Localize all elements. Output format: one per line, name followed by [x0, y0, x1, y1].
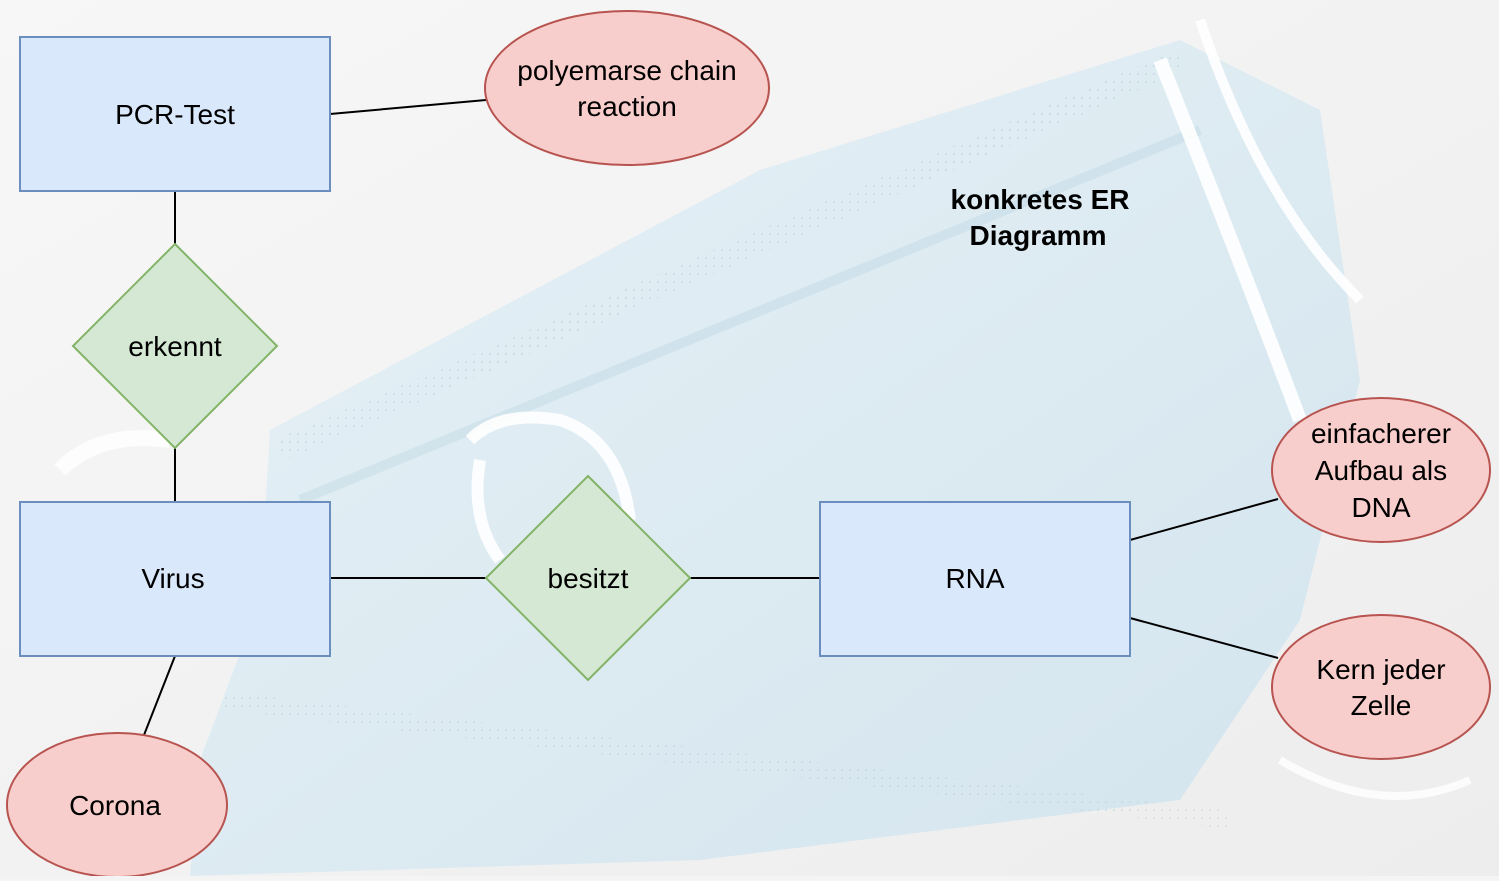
- entity-rna-label: RNA: [945, 563, 1004, 594]
- attribute-kern-jeder-zelle[interactable]: Kern jeder Zelle: [1271, 614, 1491, 760]
- entity-virus-label: Virus: [141, 563, 204, 594]
- edge-virus-corona: [143, 655, 176, 736]
- attribute-polymerase-chain-reaction[interactable]: polyemarse chain reaction: [484, 10, 770, 166]
- relationship-erkennt[interactable]: erkennt: [71, 242, 279, 450]
- attribute-einfacherer-aufbau[interactable]: einfacherer Aufbau als DNA: [1271, 397, 1491, 543]
- attribute-pcr-line-1: polyemarse chain: [517, 55, 736, 86]
- attribute-rna2-line-2: Zelle: [1351, 690, 1412, 721]
- attribute-rna1-line-3: DNA: [1351, 492, 1410, 523]
- attribute-corona[interactable]: Corona: [6, 732, 228, 878]
- entity-rna[interactable]: RNA: [819, 501, 1131, 657]
- relationship-besitzt[interactable]: besitzt: [484, 474, 692, 682]
- entity-pcr-test[interactable]: PCR-Test: [19, 36, 331, 192]
- diagram-title-line-2: Diagramm: [970, 220, 1107, 251]
- attribute-rna2-line-1: Kern jeder: [1316, 654, 1445, 685]
- relationship-erkennt-label: erkennt: [128, 331, 222, 362]
- edge-rna-attr2: [1129, 617, 1279, 659]
- entity-virus[interactable]: Virus: [19, 501, 331, 657]
- connectors: [143, 99, 1279, 736]
- entity-pcr-test-label: PCR-Test: [115, 99, 235, 130]
- diagram-title-line-1: konkretes ER: [951, 184, 1130, 215]
- attribute-corona-label: Corona: [69, 790, 161, 821]
- edge-rna-attr1: [1129, 498, 1279, 541]
- attribute-rna1-line-1: einfacherer: [1311, 418, 1451, 449]
- attribute-pcr-line-2: reaction: [577, 91, 677, 122]
- diagram-title: konkretes ER Diagramm: [951, 184, 1130, 251]
- attribute-rna1-line-2: Aufbau als: [1315, 455, 1447, 486]
- edge-pcr-attr: [329, 99, 487, 115]
- relationship-besitzt-label: besitzt: [548, 563, 629, 594]
